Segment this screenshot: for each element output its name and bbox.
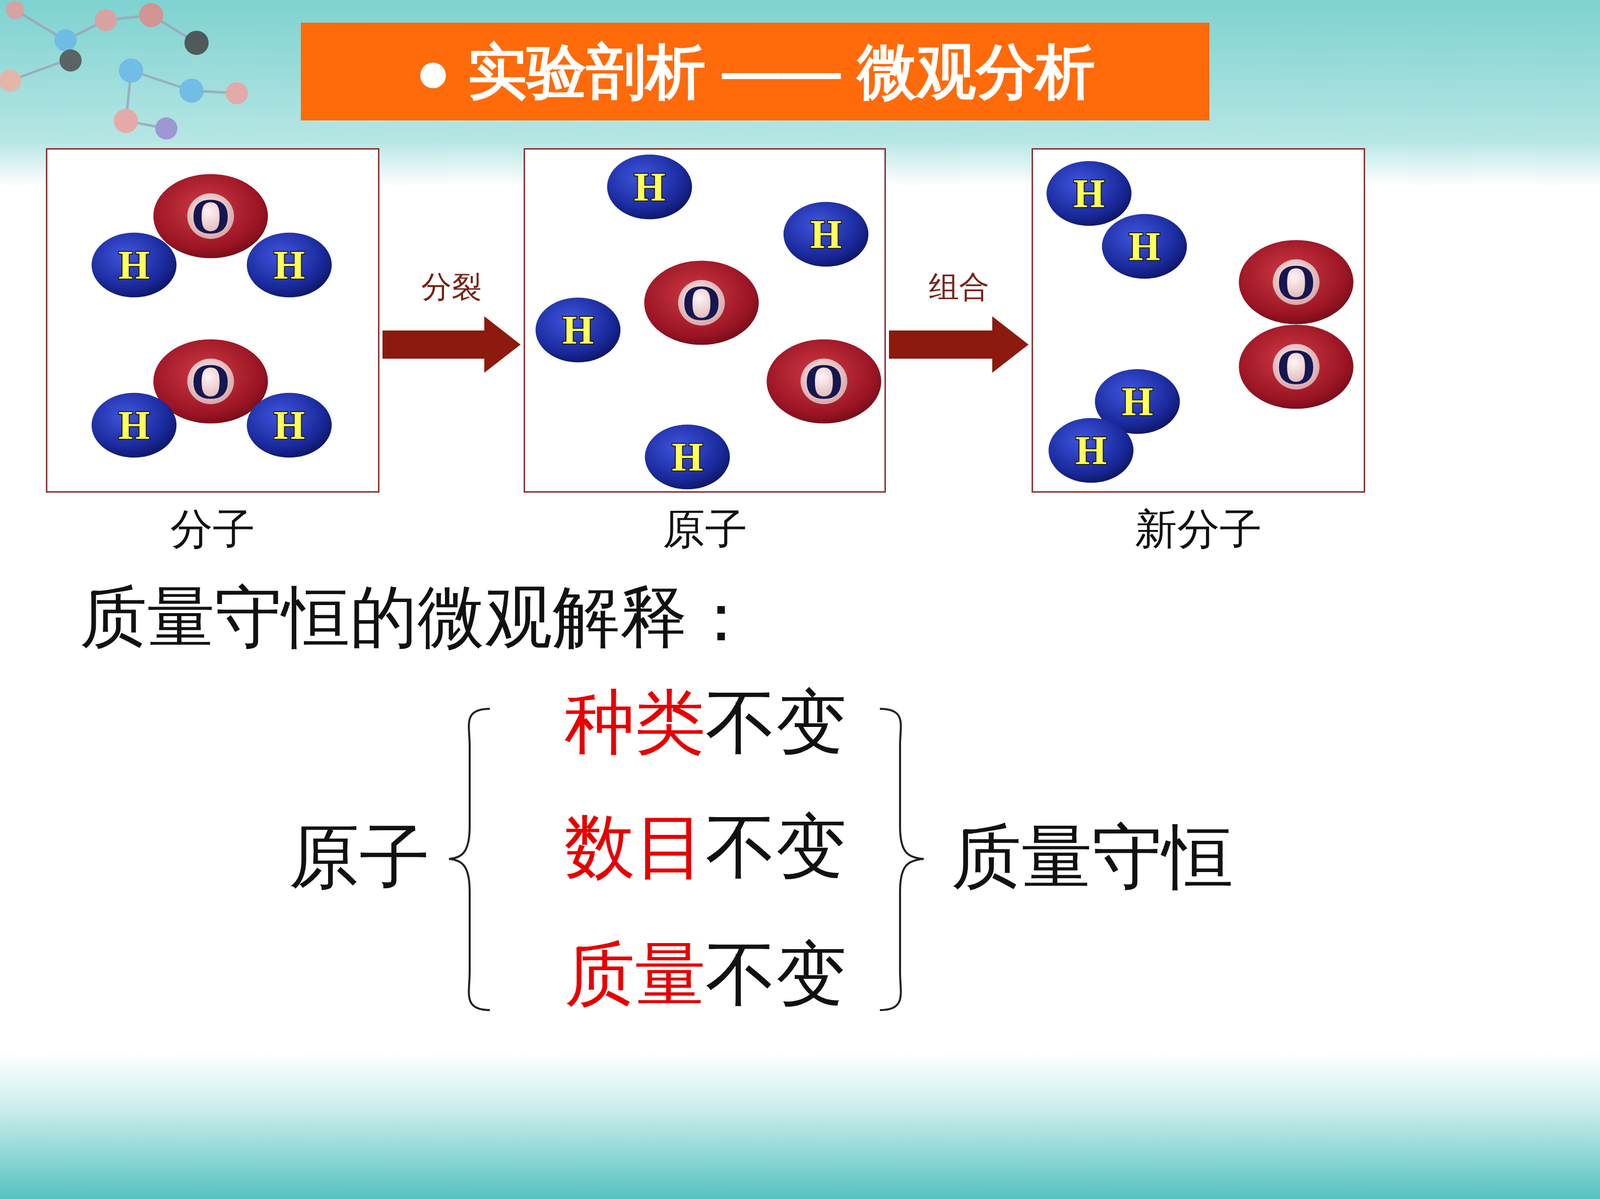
edge-label: 分裂 bbox=[421, 272, 482, 303]
atom-symbol: O bbox=[1276, 341, 1316, 393]
atom-symbol: H bbox=[633, 166, 666, 208]
hydrogen-atom: H bbox=[90, 391, 178, 460]
summary-text: 不变 bbox=[705, 939, 847, 1010]
scene-caption: 原子 bbox=[662, 508, 748, 551]
atom-ellipse bbox=[1102, 214, 1188, 280]
scene-box: OHHOHH分子 bbox=[45, 148, 380, 493]
oxygen-atom: O bbox=[643, 259, 760, 347]
atom-symbol: O bbox=[804, 356, 844, 407]
hydrogen-atom: H bbox=[90, 231, 178, 299]
scene-box: HHHOOH原子 bbox=[523, 148, 886, 493]
atom-ellipse bbox=[1048, 418, 1134, 484]
atom-symbol: O bbox=[190, 356, 231, 407]
atom-ellipse bbox=[644, 260, 759, 345]
atom-ellipse bbox=[91, 232, 177, 298]
key-term: 质量 bbox=[564, 939, 706, 1010]
hydrogen-atom: H bbox=[245, 391, 333, 460]
left-brace bbox=[449, 709, 490, 1011]
atom-ellipse bbox=[153, 173, 268, 259]
summary-text: 不变 bbox=[705, 687, 847, 758]
atom-ellipse bbox=[645, 424, 731, 490]
summary-text: 原子 bbox=[288, 821, 430, 893]
atom-symbol: O bbox=[1276, 257, 1316, 308]
summary-text: 质量守恒 bbox=[950, 821, 1234, 893]
scene-caption: 新分子 bbox=[1134, 508, 1262, 551]
atom-symbol: H bbox=[118, 244, 150, 286]
scene-caption: 分子 bbox=[170, 508, 255, 551]
hydrogen-atom: H bbox=[606, 153, 693, 221]
atom-symbol: H bbox=[273, 405, 305, 446]
atom-ellipse bbox=[607, 154, 693, 220]
title-banner bbox=[300, 22, 1210, 121]
summary-text: 不变 bbox=[705, 811, 847, 883]
atom-symbol: H bbox=[118, 405, 150, 446]
atom-ellipse bbox=[1238, 239, 1354, 325]
atom-ellipse bbox=[766, 339, 881, 424]
key-term: 数目 bbox=[564, 811, 706, 883]
atom-symbol: H bbox=[1073, 173, 1105, 214]
hydrogen-atom: H bbox=[245, 231, 333, 299]
hydrogen-atom: H bbox=[534, 296, 622, 364]
atom-ellipse bbox=[783, 202, 869, 268]
title-text: ● 实验剖析 —— 微观分析 bbox=[300, 22, 1210, 121]
oxygen-atom: O bbox=[1237, 323, 1355, 411]
right-brace bbox=[879, 709, 924, 1011]
atom-symbol: H bbox=[562, 309, 594, 351]
atom-ellipse bbox=[535, 297, 621, 363]
molecule-decoration bbox=[0, 1, 248, 140]
atom-ellipse bbox=[1046, 161, 1132, 227]
atom-symbol: H bbox=[273, 244, 305, 286]
atom-symbol: H bbox=[1075, 430, 1107, 471]
atom-symbol: O bbox=[681, 277, 722, 329]
atom-symbol: H bbox=[671, 436, 703, 478]
hydrogen-atom: H bbox=[1101, 212, 1188, 281]
atom-ellipse bbox=[1238, 324, 1354, 409]
oxygen-atom: O bbox=[152, 172, 270, 261]
edge-label: 组合 bbox=[928, 272, 990, 303]
atom-symbol: O bbox=[190, 190, 231, 242]
oxygen-atom: O bbox=[765, 337, 883, 426]
section-heading: 质量守恒的微观解释： bbox=[79, 583, 755, 652]
hydrogen-atom: H bbox=[1047, 416, 1135, 485]
atom-symbol: H bbox=[1121, 381, 1154, 422]
hydrogen-atom: H bbox=[782, 200, 870, 269]
process-arrow bbox=[888, 330, 993, 359]
key-term: 种类 bbox=[564, 687, 706, 758]
atom-ellipse bbox=[246, 232, 333, 298]
atom-symbol: H bbox=[810, 214, 842, 255]
hydrogen-atom: H bbox=[644, 423, 731, 491]
bottom-band bbox=[0, 1053, 1600, 1199]
process-arrow bbox=[382, 330, 485, 359]
oxygen-atom: O bbox=[1237, 238, 1355, 327]
scene-box: HHOOHH新分子 bbox=[1031, 148, 1366, 493]
atom-ellipse bbox=[91, 393, 177, 459]
hydrogen-atom: H bbox=[1045, 159, 1133, 228]
atom-symbol: H bbox=[1128, 226, 1161, 267]
atom-ellipse bbox=[246, 393, 333, 459]
